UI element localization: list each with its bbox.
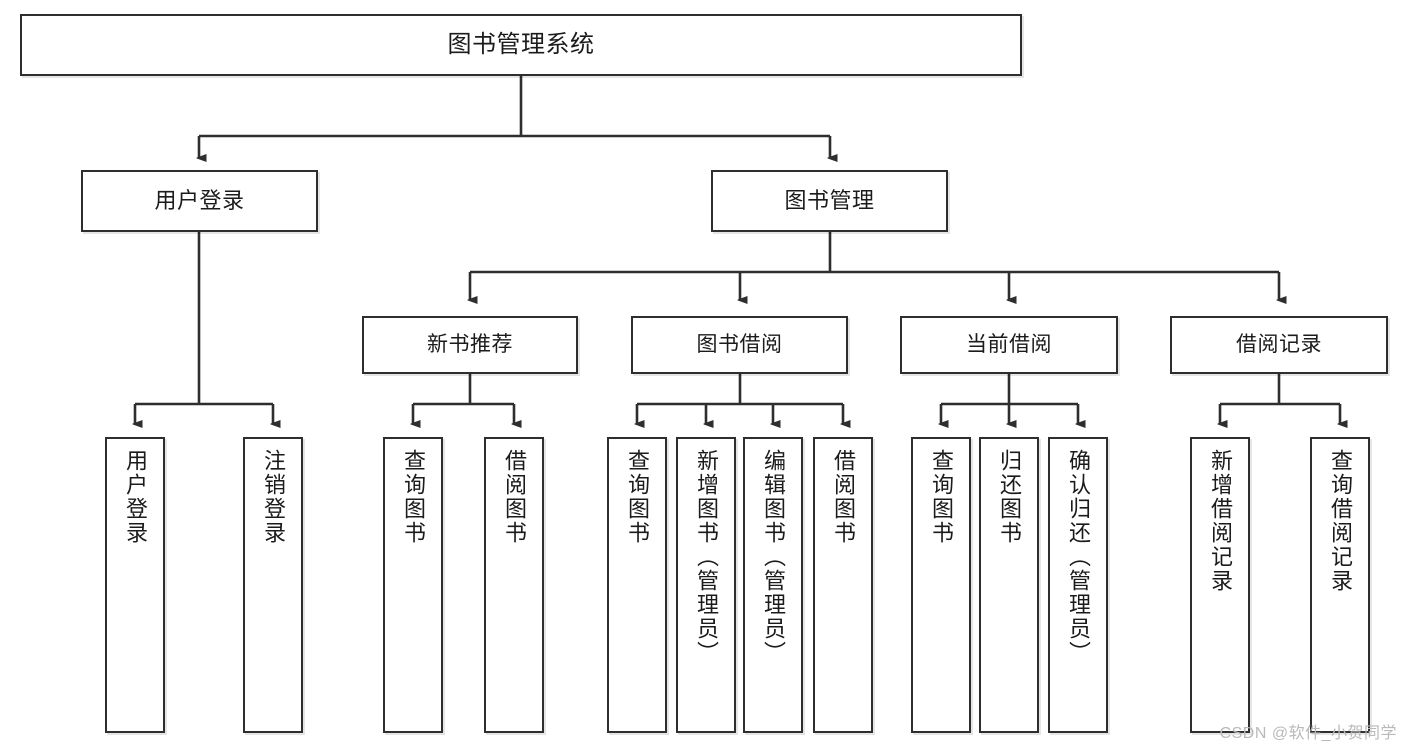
node-leaf-query-book-current[interactable]: 查询图书 [911,437,971,733]
node-label: 借阅图书 [831,449,856,545]
node-leaf-query-borrow-record[interactable]: 查询借阅记录 [1310,437,1370,733]
node-label: 查询借阅记录 [1328,449,1353,593]
node-leaf-query-book-borrow[interactable]: 查询图书 [607,437,667,733]
node-label: 新增借阅记录 [1208,449,1233,593]
csdn-watermark: CSDN @软件_小贺同学 [1219,725,1397,742]
node-label: 新书推荐 [427,332,513,356]
node-leaf-logout-login[interactable]: 注销登录 [243,437,303,733]
node-leaf-add-book-admin[interactable]: 新增图书（管理员） [676,437,736,733]
node-label: 编辑图书（管理员） [761,449,786,665]
node-label: 借阅记录 [1236,332,1322,356]
node-label: 新增图书（管理员） [694,449,719,665]
node-user-login[interactable]: 用户登录 [81,170,318,232]
node-label: 用户登录 [154,188,245,214]
node-root-book-management-system[interactable]: 图书管理系统 [20,14,1022,76]
node-leaf-query-book-recommend[interactable]: 查询图书 [383,437,443,733]
node-label: 图书借阅 [696,332,783,356]
node-current-borrow[interactable]: 当前借阅 [900,316,1118,374]
node-label: 当前借阅 [966,332,1052,356]
node-label: 图书管理 [784,188,875,214]
node-label: 确认归还（管理员） [1066,449,1091,665]
node-leaf-edit-book-admin[interactable]: 编辑图书（管理员） [743,437,803,733]
node-borrow-record[interactable]: 借阅记录 [1170,316,1388,374]
node-label: 查询图书 [401,449,426,545]
node-leaf-borrow-book-recommend[interactable]: 借阅图书 [484,437,544,733]
node-label: 查询图书 [929,449,954,545]
node-label: 用户登录 [123,449,148,545]
node-book-borrow[interactable]: 图书借阅 [631,316,848,374]
node-label: 图书管理系统 [447,30,595,58]
node-label: 借阅图书 [502,449,527,545]
node-label: 注销登录 [261,449,286,545]
node-new-book-recommend[interactable]: 新书推荐 [362,316,578,374]
node-leaf-confirm-return-admin[interactable]: 确认归还（管理员） [1048,437,1108,733]
node-leaf-return-book[interactable]: 归还图书 [979,437,1039,733]
node-leaf-borrow-book-borrow[interactable]: 借阅图书 [813,437,873,733]
node-label: 查询图书 [625,449,650,545]
node-book-management[interactable]: 图书管理 [711,170,948,232]
node-leaf-user-login[interactable]: 用户登录 [105,437,165,733]
node-label: 归还图书 [997,449,1022,545]
node-leaf-add-borrow-record[interactable]: 新增借阅记录 [1190,437,1250,733]
